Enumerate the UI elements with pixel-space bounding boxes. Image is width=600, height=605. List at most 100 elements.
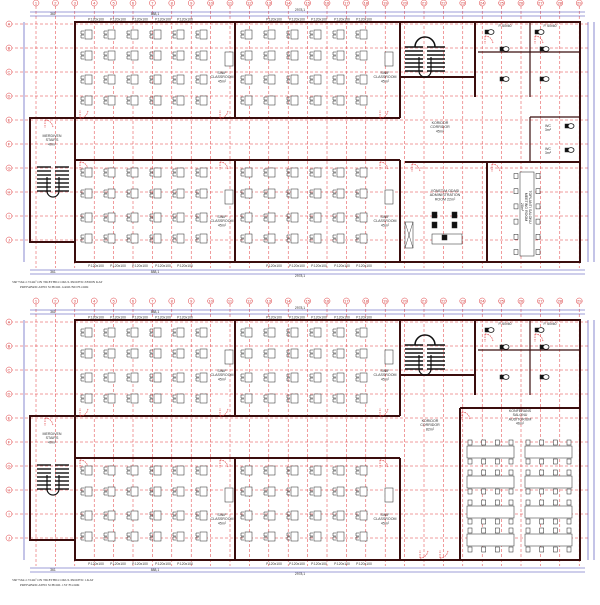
chair-icon (467, 518, 473, 525)
stair-room-wall (29, 117, 76, 243)
chair-icon (195, 328, 199, 337)
student-desk (286, 29, 299, 40)
desk-top (107, 212, 116, 223)
desk-top (267, 167, 276, 178)
desk-top (267, 74, 276, 85)
grid-column-label: 1 (35, 298, 38, 303)
student-desk (263, 95, 276, 106)
door-swing-icon (534, 35, 544, 45)
chair-icon (240, 30, 244, 39)
chair-icon (481, 527, 486, 534)
desk-top (290, 465, 299, 476)
chair-icon (431, 221, 438, 229)
chair-icon (535, 203, 541, 210)
desk-top (336, 531, 345, 542)
stair-turn (418, 355, 432, 376)
student-desk (355, 233, 368, 244)
chair-icon (495, 439, 500, 446)
student-desk (80, 327, 93, 338)
desk-top (107, 372, 116, 383)
desk-top (290, 327, 299, 338)
student-desk (286, 372, 299, 383)
door-swing-icon (219, 459, 229, 469)
desk-top (336, 212, 345, 223)
student-desk (332, 188, 345, 199)
student-desk (80, 233, 93, 244)
chair-icon (566, 439, 572, 446)
chair-icon (149, 75, 153, 84)
student-desk (103, 95, 116, 106)
student-desk (103, 531, 116, 542)
chair-icon (149, 532, 153, 541)
desk-top (153, 372, 162, 383)
desk-top (130, 510, 139, 521)
desk-top (176, 95, 185, 106)
student-desk (80, 348, 93, 359)
grid-column-label: 9 (190, 298, 193, 303)
grid-row-label: G (7, 165, 10, 170)
student-desk (355, 29, 368, 40)
grid-bubble (246, 0, 253, 7)
chair-icon (195, 373, 199, 382)
student-desk (80, 510, 93, 521)
chair-icon (80, 189, 84, 198)
chair-icon (286, 168, 290, 177)
chair-icon (286, 511, 290, 520)
desk-top (130, 74, 139, 85)
chair-icon (553, 518, 558, 525)
table (519, 171, 535, 257)
plan-caption: PREFABRICATED SCHOOL 1ST FLOOR (20, 583, 80, 587)
window-label: P.120x100 (356, 264, 372, 268)
dimension-classrooms: 888,1 (151, 568, 160, 572)
classroom-label-line: 45m² (381, 521, 390, 525)
grid-bubble (478, 297, 486, 305)
grid-bubble (187, 0, 195, 7)
classroom-label-line: SINIF (380, 215, 390, 219)
grid-row-label: I (8, 511, 9, 516)
desk-top (290, 74, 299, 85)
student-desk (195, 486, 208, 497)
grid-bubble (5, 510, 13, 518)
desk-top (84, 327, 93, 338)
student-desk (80, 486, 93, 497)
stair-landing-icon (414, 334, 436, 346)
student-desk (240, 486, 253, 497)
chair-icon (149, 213, 153, 222)
corridor-label-line: 45m² (436, 129, 445, 133)
grid-bubble (5, 390, 13, 398)
desk-top (244, 29, 253, 40)
student-desk (103, 212, 116, 223)
desk-top (84, 348, 93, 359)
chair-icon (539, 499, 544, 506)
student-desk (263, 50, 276, 61)
grid-column-label: 20 (402, 0, 407, 5)
desk-top (153, 393, 162, 404)
desk-top (359, 167, 368, 178)
grid-bubble (362, 297, 370, 305)
desk-top (359, 188, 368, 199)
chair-icon (126, 234, 130, 243)
door-swing-icon (484, 333, 494, 343)
chair-icon (332, 373, 336, 382)
student-desk (103, 465, 116, 476)
chair-icon (286, 349, 290, 358)
desk-top (336, 233, 345, 244)
desk-top (290, 50, 299, 61)
chair-icon (309, 373, 313, 382)
student-desk (355, 212, 368, 223)
toilet-bowl (502, 46, 510, 52)
admin-room-label-line: ADMINISTRATION (430, 193, 461, 197)
chair-icon (172, 51, 176, 60)
student-desk (332, 393, 345, 404)
chair-icon (481, 469, 486, 476)
student-desk (355, 74, 368, 85)
table (466, 533, 515, 547)
chair-icon (332, 328, 336, 337)
desk-top (244, 531, 253, 542)
desk-top (290, 348, 299, 359)
student-desk (332, 212, 345, 223)
